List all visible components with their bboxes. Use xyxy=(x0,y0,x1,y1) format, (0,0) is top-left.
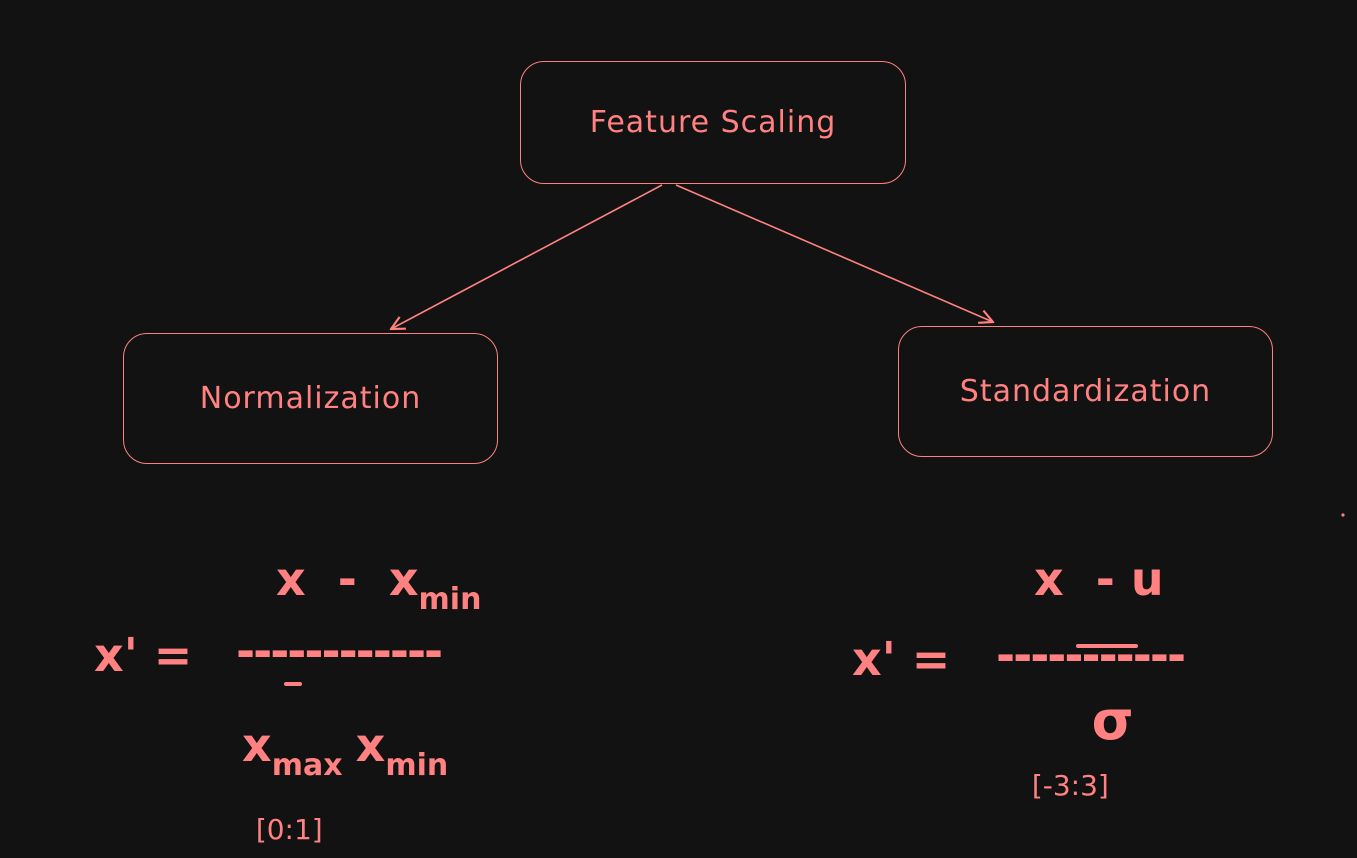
stray-dot xyxy=(1341,513,1345,517)
norm-den-sub2: min xyxy=(385,748,449,783)
std-numerator: x - u xyxy=(1002,498,1164,606)
norm-den-var2: x xyxy=(355,718,386,772)
std-num-op: - xyxy=(1095,552,1115,606)
node-normalization-label: Normalization xyxy=(199,381,422,416)
norm-num-var2: x xyxy=(388,552,419,606)
node-feature-scaling-label: Feature Scaling xyxy=(589,105,837,140)
norm-den-var: x xyxy=(242,718,272,772)
std-fraction-bar: ----------- xyxy=(996,628,1186,682)
norm-num-sub2: min xyxy=(418,582,482,617)
std-range: [-3:3] xyxy=(1031,769,1109,802)
std-lhs: x' = xyxy=(852,632,951,686)
node-normalization[interactable]: Normalization xyxy=(123,333,498,464)
norm-num-op: - xyxy=(337,552,357,606)
node-standardization-label: Standardization xyxy=(959,374,1212,409)
edge-root-to-normalization xyxy=(391,184,663,329)
norm-numerator: x - xmin xyxy=(244,498,481,617)
node-standardization[interactable]: Standardization xyxy=(898,326,1273,457)
norm-fraction-bar: ------------ xyxy=(236,624,443,678)
std-num-var: x xyxy=(1034,552,1064,606)
norm-num-var: x xyxy=(276,552,306,606)
std-denominator: σ xyxy=(1054,626,1134,752)
norm-denominator: xmax-xmin xyxy=(210,664,448,783)
edge-root-to-standardization xyxy=(675,184,993,322)
norm-den-sub: max xyxy=(271,748,343,783)
sigma-symbol: σ xyxy=(1091,689,1134,752)
norm-lhs: x' = xyxy=(94,628,193,682)
std-num-var2: u xyxy=(1130,552,1164,606)
norm-range: [0:1] xyxy=(255,813,323,846)
node-feature-scaling[interactable]: Feature Scaling xyxy=(520,61,906,184)
